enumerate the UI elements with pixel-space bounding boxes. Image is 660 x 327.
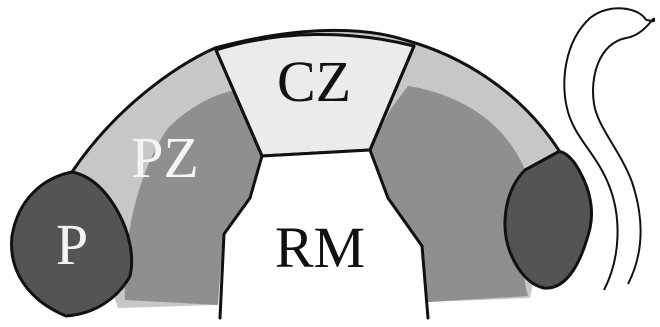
leaf-petiole-outline-outer bbox=[563, 7, 647, 291]
outer-dome-outline bbox=[70, 28, 562, 174]
central-zone-bottom-edge bbox=[260, 148, 372, 158]
peripheral-zone-left-inner-band bbox=[124, 90, 268, 305]
rib-meristem-region bbox=[220, 150, 428, 318]
peripheral-zone-label: PZ bbox=[131, 125, 199, 190]
rib-meristem-right-wall bbox=[368, 148, 430, 320]
right-zone-divider-line bbox=[368, 44, 416, 152]
left-zone-divider-line bbox=[214, 48, 264, 158]
leaf-petiole-tip-cap bbox=[645, 17, 656, 23]
central-zone-label: CZ bbox=[277, 49, 351, 114]
primordium-label: P bbox=[56, 212, 88, 277]
rib-meristem-label: RM bbox=[275, 215, 365, 280]
leaf-petiole-outline-inner bbox=[592, 17, 655, 285]
rib-meristem-left-wall bbox=[218, 154, 264, 320]
peripheral-zone-right-inner-band bbox=[370, 86, 528, 302]
right-primordium-shape bbox=[503, 150, 594, 290]
left-primordium-shape bbox=[10, 170, 134, 318]
